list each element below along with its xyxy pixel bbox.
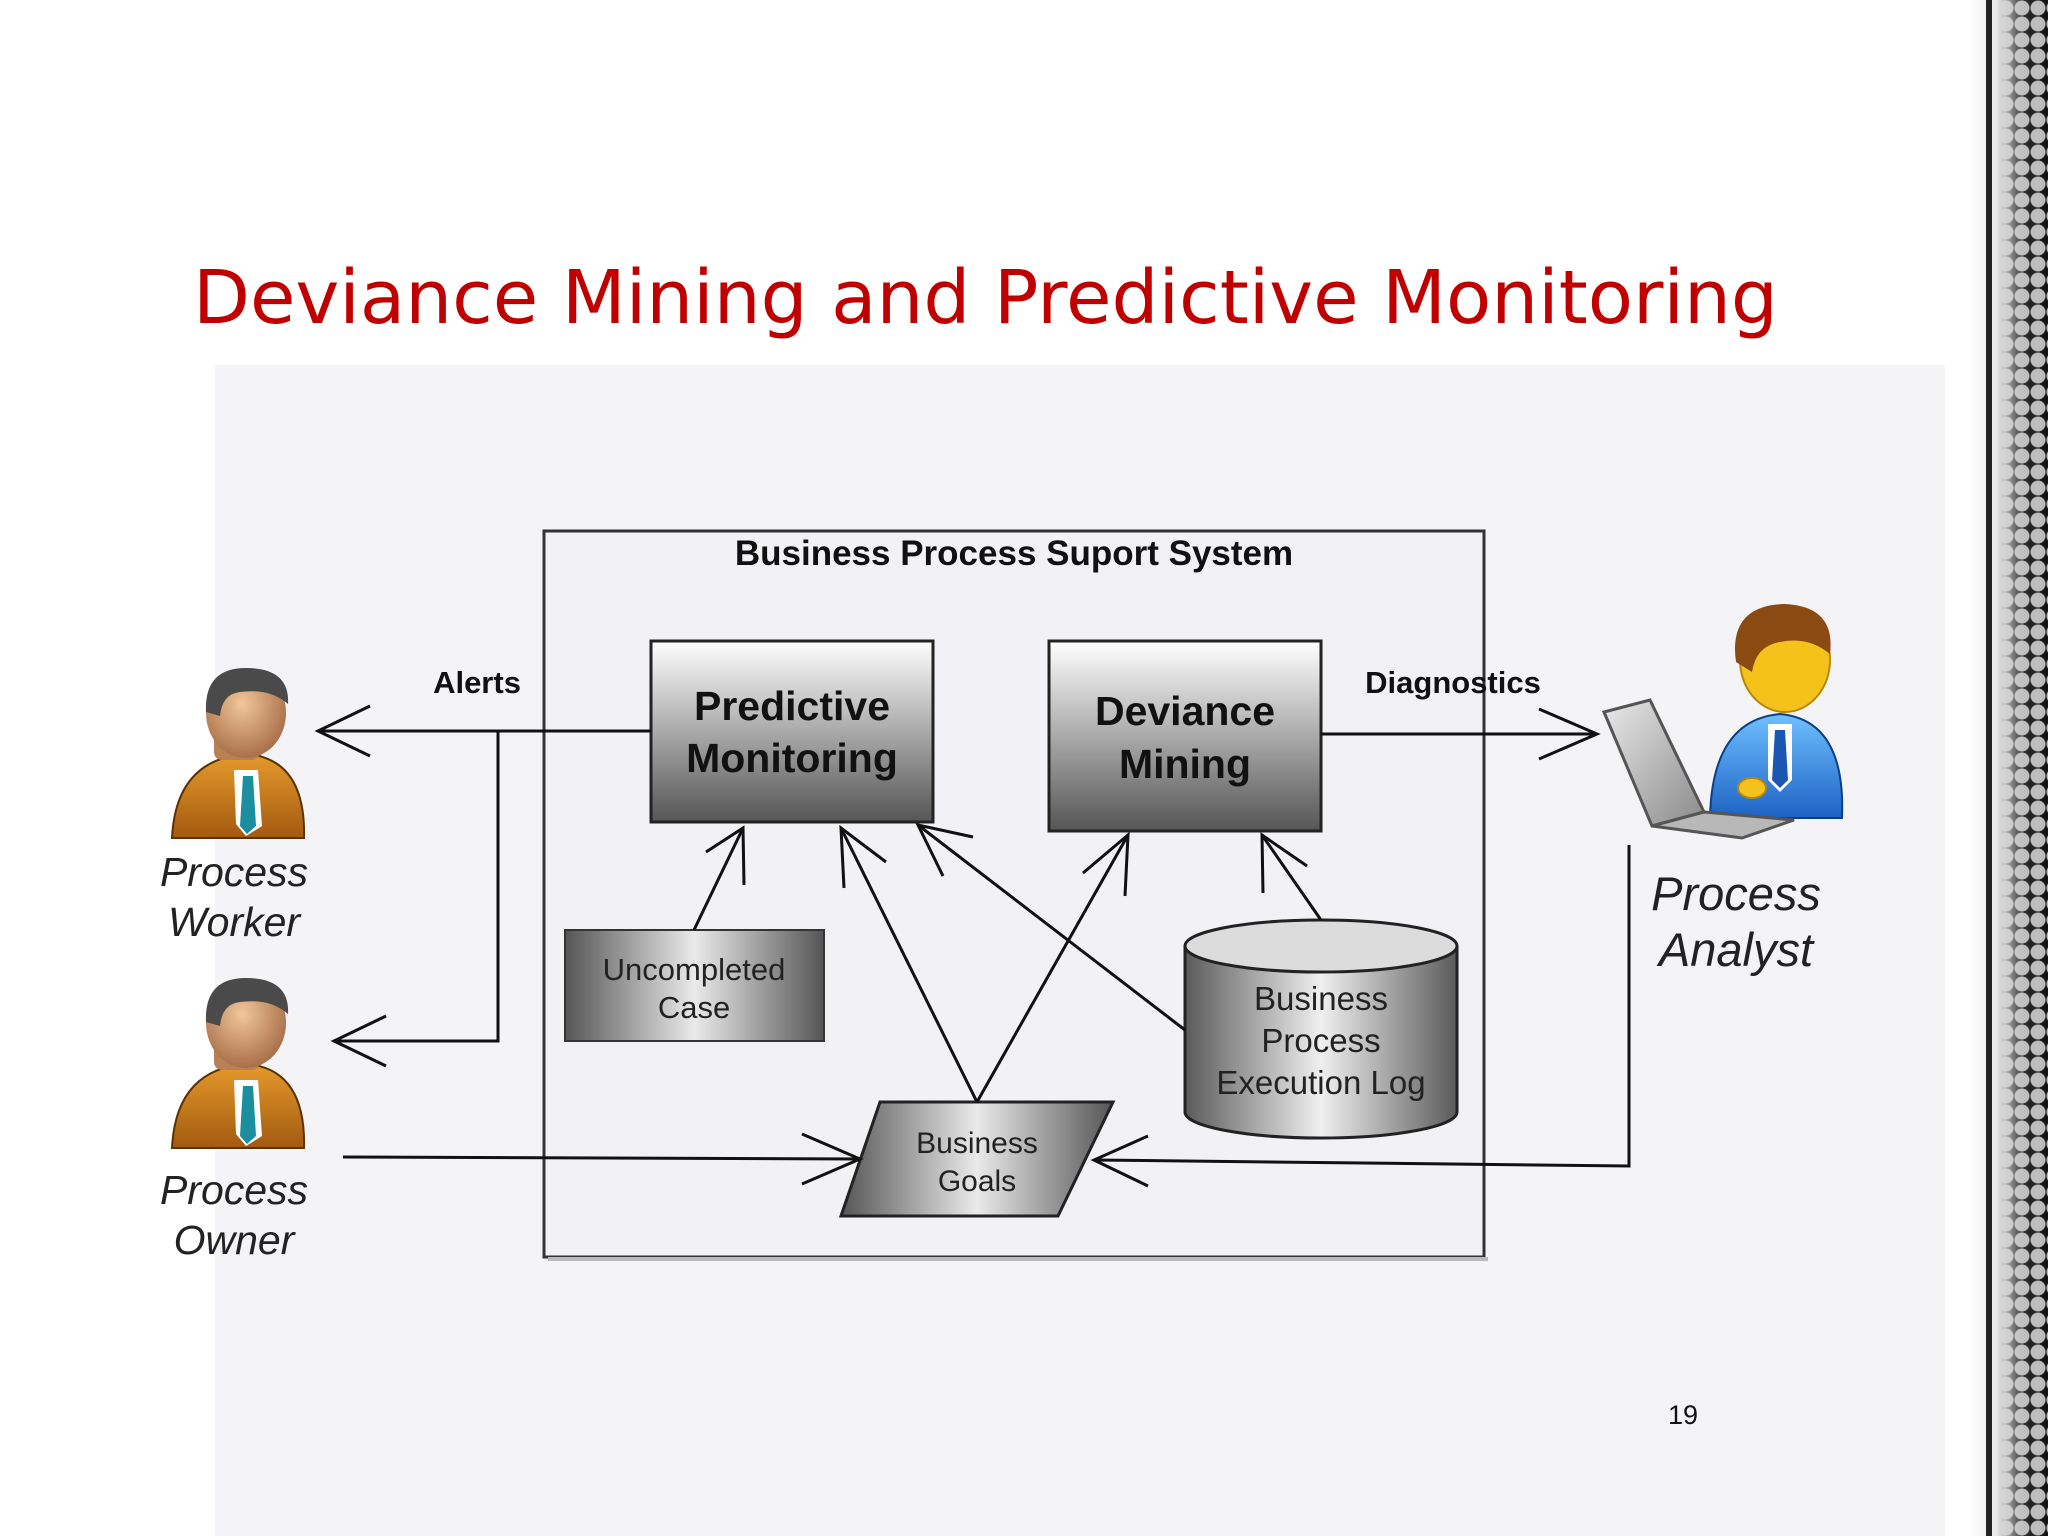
alerts-arrowhead: [314, 704, 371, 758]
case-to-pm-line: [692, 827, 745, 931]
goals-to-pm-line: [839, 827, 979, 1103]
slide-title: Deviance Mining and Predictive Monitorin…: [193, 255, 1778, 341]
business-goals-label-1: Business: [916, 1127, 1038, 1160]
uncompleted-case-label-2: Case: [658, 990, 730, 1025]
decorative-side-band: [1970, 0, 2048, 1536]
process-analyst-icon: [1601, 604, 1844, 840]
execution-log-label-2: Process: [1261, 1022, 1380, 1059]
side-band-pattern: [1998, 0, 2048, 1536]
process-analyst-label-2: Analyst: [1656, 923, 1815, 976]
goals-to-pm-arrowhead: [839, 824, 887, 889]
uncompleted-case-node: Uncompleted Case: [564, 929, 825, 1042]
execution-log-node: Business Process Execution Log: [1183, 918, 1459, 1140]
uncompleted-case-label-1: Uncompleted: [603, 952, 786, 987]
system-boundary-shadow: [548, 1257, 1488, 1261]
diagnostics-label: Diagnostics: [1365, 665, 1541, 700]
log-to-dm-line: [1260, 834, 1323, 921]
process-owner-label-1: Process: [160, 1167, 308, 1213]
system-label: Business Process Suport System: [735, 534, 1293, 573]
goals-to-dm-arrowhead: [1082, 831, 1130, 897]
process-worker-label-1: Process: [160, 849, 308, 895]
log-to-pm-arrowhead: [915, 822, 974, 877]
analyst-to-goals-line: [1093, 845, 1631, 1168]
execution-log-label-3: Execution Log: [1216, 1064, 1425, 1101]
owner-to-goals-line: [342, 1155, 861, 1161]
side-band-stripe: [1986, 0, 1992, 1536]
business-goals-label-2: Goals: [938, 1165, 1016, 1198]
page-number: 19: [1668, 1400, 1699, 1430]
execution-log-label-1: Business: [1254, 980, 1388, 1017]
predictive-monitoring-label-1: Predictive: [694, 683, 890, 729]
connectors: [314, 704, 1631, 1188]
alerts-branch-line: [334, 731, 500, 1043]
predictive-monitoring-node: Predictive Monitoring: [649, 639, 935, 824]
predictive-monitoring-label-2: Monitoring: [686, 735, 898, 781]
process-worker-icon: [170, 668, 306, 839]
analyst-to-goals-arrowhead: [1090, 1134, 1149, 1188]
alerts-owner-arrowhead: [330, 1014, 387, 1068]
business-goals-node: Business Goals: [838, 1100, 1116, 1218]
diagnostics-arrowhead: [1538, 707, 1601, 761]
alerts-label: Alerts: [433, 665, 521, 700]
process-analyst-label-1: Process: [1651, 867, 1821, 920]
deviance-mining-node: Deviance Mining: [1047, 639, 1323, 833]
deviance-mining-label-2: Mining: [1119, 741, 1251, 787]
log-to-dm-arrowhead: [1260, 832, 1308, 894]
owner-to-goals-arrowhead: [801, 1132, 864, 1186]
process-owner-icon: [170, 978, 306, 1149]
log-to-pm-line: [917, 823, 1186, 1032]
process-owner-label-2: Owner: [174, 1217, 297, 1263]
process-worker-label-2: Worker: [168, 899, 302, 945]
case-to-pm-arrowhead: [705, 825, 746, 886]
deviance-mining-label-1: Deviance: [1095, 688, 1275, 734]
goals-to-dm-line: [975, 834, 1130, 1103]
